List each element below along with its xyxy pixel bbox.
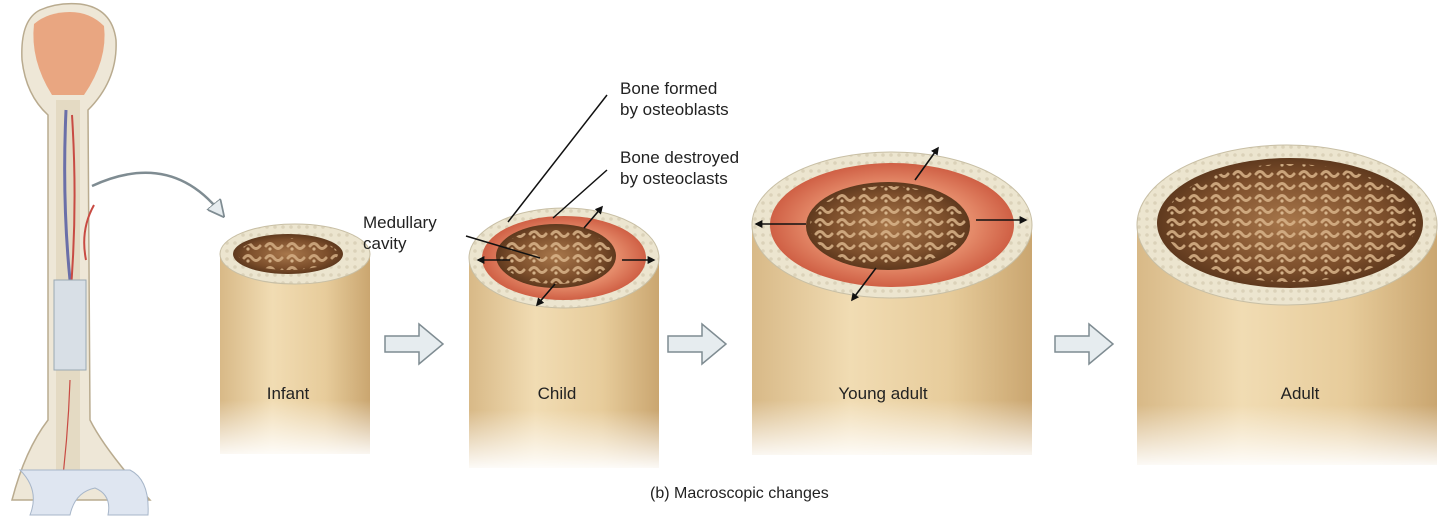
callout-bone-formed: Bone formed by osteoblasts [620, 78, 729, 120]
stage-label-young-adult: Young adult [783, 384, 983, 404]
leader-line-bone-formed [508, 95, 607, 222]
stage-label-infant: Infant [188, 384, 388, 404]
callout-bone-destroyed: Bone destroyed by osteoclasts [620, 147, 739, 189]
flow-arrow-icon [385, 324, 443, 364]
stage-adult-cylinder [1130, 145, 1444, 470]
stage-young-adult-cylinder [746, 152, 1038, 462]
long-bone-illustration [12, 4, 150, 515]
stage-infant-cylinder [215, 224, 375, 460]
stage-label-adult: Adult [1200, 384, 1400, 404]
curved-arrow-icon [92, 173, 220, 212]
figure-caption: (b) Macroscopic changes [650, 485, 829, 503]
flow-arrow-icon [668, 324, 726, 364]
stage-label-child: Child [457, 384, 657, 404]
flow-arrow-icon [1055, 324, 1113, 364]
callout-medullary-cavity: Medullary cavity [363, 212, 437, 254]
stage-child-cylinder [464, 208, 664, 472]
